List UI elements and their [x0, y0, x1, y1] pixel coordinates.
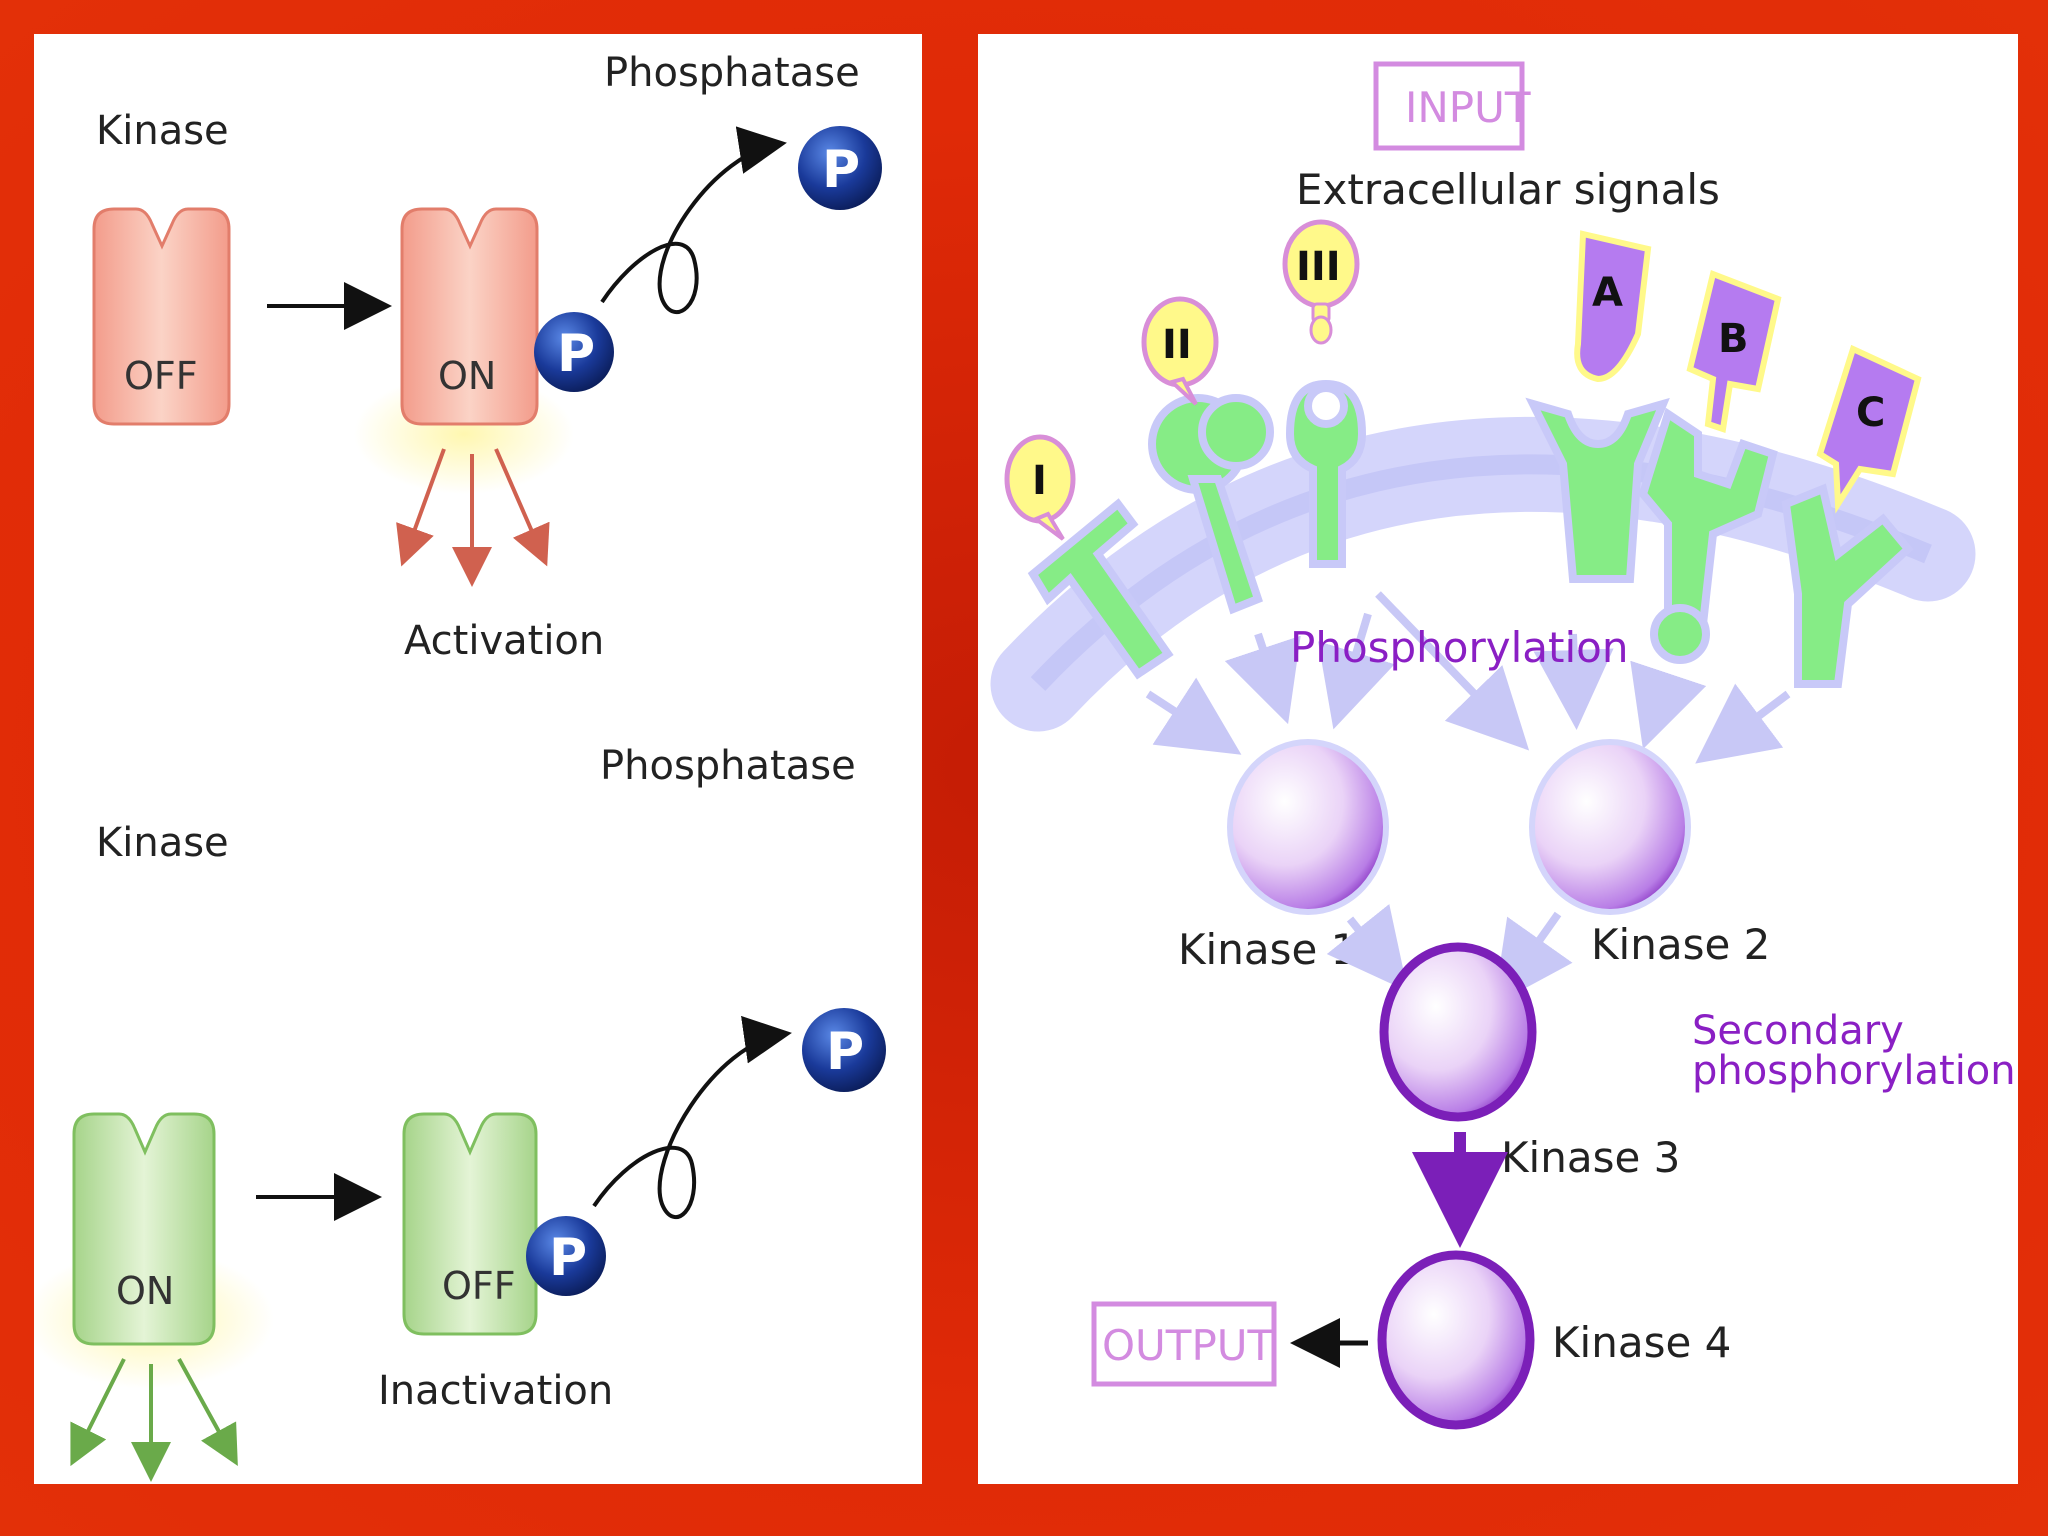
- signal-B: B: [1686, 269, 1782, 433]
- phosphatase-label-top: Phosphatase: [604, 50, 860, 96]
- off-label-top: OFF: [124, 354, 198, 398]
- kinase-on-pink: ON: [400, 207, 539, 426]
- left-diagram: Kinase Phosphatase OFF ON Activation P: [34, 50, 886, 1482]
- phosphate-icon-attached-bottom: P: [526, 1216, 606, 1296]
- kinase-4-sphere: [1377, 1250, 1535, 1430]
- svg-text:A: A: [1592, 270, 1623, 316]
- on-label-bottom: ON: [116, 1269, 174, 1313]
- kinase-2-label: Kinase 2: [1591, 920, 1770, 969]
- inactivation-arrow-left: [70, 1358, 126, 1467]
- receptor-2: [1148, 394, 1274, 615]
- phosphate-icon-free-top: P: [798, 126, 882, 210]
- svg-text:C: C: [1856, 390, 1885, 436]
- input-box: INPUT: [1373, 61, 1531, 151]
- svg-text:B: B: [1718, 316, 1749, 362]
- kinase-off-green: OFF: [402, 1112, 538, 1336]
- kinase-phosphatase-panel: Kinase Phosphatase OFF ON Activation P: [34, 34, 922, 1484]
- svg-text:P: P: [826, 1022, 864, 1082]
- signal-II: II: [1141, 296, 1219, 406]
- svg-text:OUTPUT: OUTPUT: [1102, 1321, 1274, 1370]
- right-diagram: INPUT Extracellular signals I II: [990, 61, 2016, 1430]
- svg-text:III: III: [1296, 244, 1341, 290]
- svg-text:P: P: [557, 324, 595, 384]
- extracellular-signals-label: Extracellular signals: [1296, 165, 1720, 214]
- cell-membrane-core: [1030, 454, 1932, 691]
- phosphatase-label-bottom: Phosphatase: [600, 743, 856, 789]
- phosphate-icon-free-bottom: P: [802, 1008, 886, 1092]
- svg-text:INPUT: INPUT: [1405, 83, 1531, 132]
- kinase-4-label: Kinase 4: [1552, 1318, 1731, 1367]
- svg-text:P: P: [822, 140, 860, 200]
- svg-text:II: II: [1162, 322, 1192, 368]
- inactivation-arrow-right: [177, 1358, 238, 1467]
- receptor-A: [1525, 397, 1670, 583]
- signal-A: A: [1574, 230, 1652, 383]
- kinase-3-sphere: [1379, 942, 1537, 1122]
- kinase-label-bottom: Kinase: [96, 820, 229, 866]
- secondary-phosphorylation-label-line1: Secondary: [1692, 1008, 1904, 1054]
- receptor-3: [1285, 379, 1367, 568]
- receptor-C: [1781, 483, 1914, 688]
- signal-I: I: [1004, 434, 1076, 541]
- kinase-1-sphere: [1227, 739, 1389, 915]
- phosphorylation-arrows: [1145, 591, 1791, 764]
- secondary-phosphorylation-label-line2: phosphorylation: [1692, 1048, 2016, 1094]
- receptor-1: [1027, 498, 1174, 680]
- phosphatase-release-arrow-bottom: [592, 1015, 792, 1219]
- activation-arrow-right: [494, 448, 550, 567]
- kinase-3-label: Kinase 3: [1501, 1133, 1680, 1182]
- phosphatase-release-arrow-top: [600, 126, 787, 314]
- phosphorylation-label: Phosphorylation: [1290, 623, 1628, 672]
- on-label-top: ON: [438, 354, 496, 398]
- kinase-on-green: ON: [72, 1112, 216, 1346]
- svg-text:I: I: [1032, 458, 1047, 504]
- phosphate-icon-attached-top: P: [534, 312, 614, 392]
- kinase-1-label: Kinase 1: [1178, 925, 1357, 974]
- inactivation-row: Kinase Phosphatase ON OFF P P Inactivati…: [34, 743, 886, 1482]
- kinase-2-sphere: [1529, 739, 1691, 915]
- receptor-B: [1638, 407, 1778, 664]
- signal-III: III: [1282, 219, 1360, 345]
- output-box: OUTPUT: [1091, 1301, 1277, 1387]
- kinase-off-pink: OFF: [92, 207, 231, 426]
- inactivation-label: Inactivation: [378, 1368, 613, 1414]
- off-label-bottom: OFF: [442, 1264, 516, 1308]
- signal-C: C: [1816, 344, 1922, 514]
- activation-arrow-left: [396, 448, 446, 567]
- signal-cascade-panel: INPUT Extracellular signals I II: [978, 34, 2018, 1484]
- activation-label: Activation: [404, 618, 604, 664]
- activation-row: Kinase Phosphatase OFF ON Activation P: [92, 50, 882, 664]
- kinase-label-top: Kinase: [96, 108, 229, 154]
- svg-text:P: P: [549, 1228, 587, 1288]
